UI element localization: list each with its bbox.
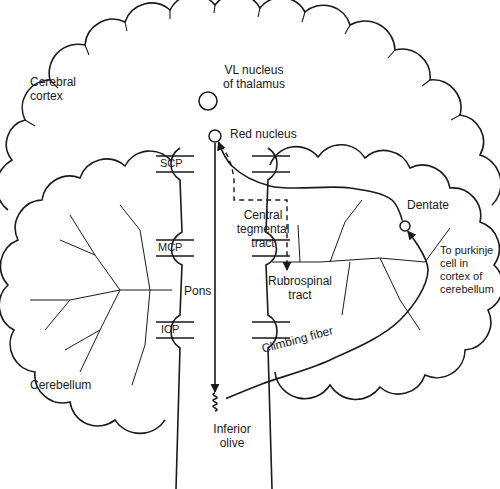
- part-label: Pons: [184, 284, 211, 298]
- left-cerebellum-outline: [0, 151, 172, 433]
- part-label: ICP: [161, 323, 179, 336]
- left-cerebellum-folia: [30, 205, 172, 385]
- part-label: Rubrospinal tract: [262, 274, 338, 302]
- part-label: SCP: [160, 157, 183, 170]
- part-label: Cerebellum: [30, 378, 91, 392]
- nucleus-outline: [400, 221, 410, 231]
- structure-name: Inferior olive: [206, 422, 258, 450]
- part-label: MCP: [158, 241, 182, 254]
- node-shape: [399, 220, 411, 232]
- nucleus-outline: [209, 130, 221, 142]
- node-shape: [204, 392, 226, 414]
- connector-layer: [215, 142, 428, 398]
- structure-name: Dentate: [407, 198, 449, 212]
- cerebrum-sulci: [25, 5, 460, 126]
- node-shape: [208, 129, 222, 143]
- right-cerebellum-folia: [272, 200, 450, 330]
- tract-connector: [226, 231, 428, 398]
- olive-node: Inferior olive: [204, 392, 226, 414]
- structure-name: Red nucleus: [230, 127, 297, 141]
- part-label: To purkinje cell in cortex of cerebellum: [440, 244, 496, 296]
- node-shape: [198, 91, 218, 111]
- structure-name: VL nucleus of thalamus: [220, 63, 288, 91]
- nucleus-outline: [199, 92, 217, 110]
- right-cerebellum-outline: [270, 145, 500, 400]
- part-label: Cerebral cortex: [30, 75, 90, 103]
- nucleus-circle: Red nucleus: [208, 129, 222, 143]
- brainstem-outline: [171, 148, 277, 489]
- nucleus-circle: VL nucleus of thalamus: [198, 91, 218, 111]
- tract-label: Central tegmental tract: [232, 208, 294, 250]
- olive-squiggle: [213, 393, 217, 411]
- tract-connector: [214, 143, 216, 392]
- nucleus-circle: Dentate: [399, 220, 411, 232]
